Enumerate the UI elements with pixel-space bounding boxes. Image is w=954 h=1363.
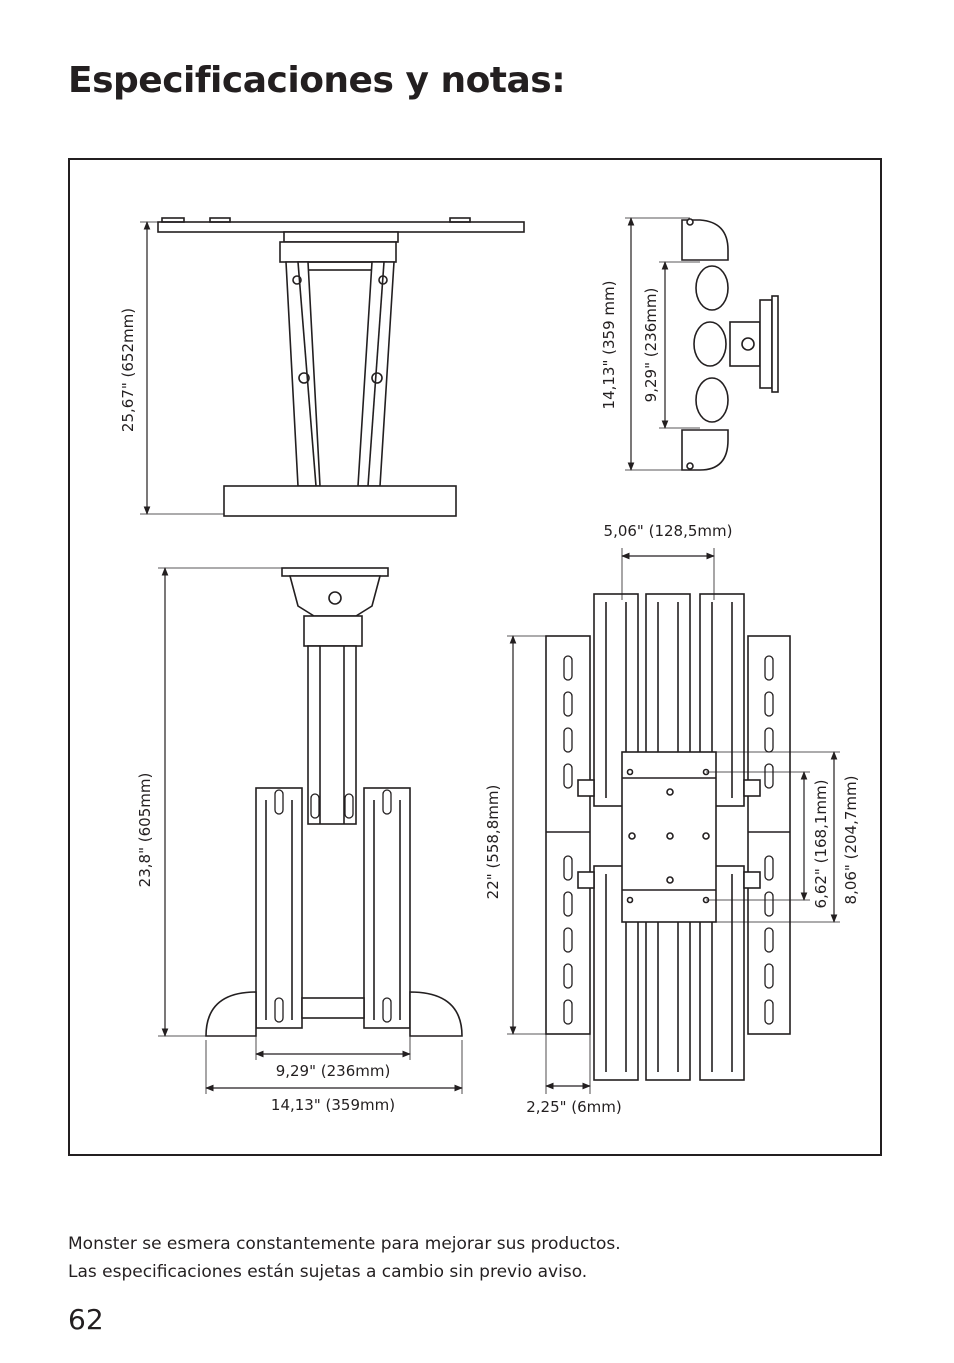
back-view <box>545 593 791 1081</box>
front-view <box>205 567 463 1037</box>
front-width-outer-label: 14,13" (359mm) <box>271 1096 395 1114</box>
diagram-frame <box>68 158 882 1156</box>
side-view <box>157 217 525 517</box>
front-height-label: 23,8" (605mm) <box>136 773 154 888</box>
back-bottom-width-label: 2,25" (6mm) <box>526 1098 622 1116</box>
top-height-inner-label: 9,29" (236mm) <box>642 288 660 403</box>
page-title: Especificaciones y notas: <box>68 60 566 101</box>
top-height-dimensions: 14,13" (359 mm) 9,29" (236mm) <box>600 217 700 471</box>
page-number: 62 <box>68 1303 104 1336</box>
back-hole-inner-label: 6,62" (168,1mm) <box>812 780 830 909</box>
top-height-outer-label: 14,13" (359 mm) <box>600 281 618 410</box>
front-width-inner-label: 9,29" (236mm) <box>276 1062 391 1080</box>
side-height-dimension: 25,67" (652mm) <box>119 221 224 515</box>
footer-notes: Monster se esmera constantemente para me… <box>68 1230 621 1286</box>
back-top-width-label: 5,06" (128,5mm) <box>604 522 733 540</box>
front-dimensions: 23,8" (605mm) 9,29" (236mm) 14,13" (359m… <box>136 567 463 1114</box>
side-height-label: 25,67" (652mm) <box>119 308 137 432</box>
note-line-2: Las especificaciones están sujetas a cam… <box>68 1262 588 1282</box>
back-height-label: 22" (558,8mm) <box>484 785 502 900</box>
top-view <box>681 218 779 471</box>
back-dimensions: 5,06" (128,5mm) 22" (558,8mm) 6,62" (168… <box>484 522 860 1116</box>
back-hole-outer-label: 8,06" (204,7mm) <box>842 776 860 905</box>
note-line-1: Monster se esmera constantemente para me… <box>68 1234 621 1254</box>
